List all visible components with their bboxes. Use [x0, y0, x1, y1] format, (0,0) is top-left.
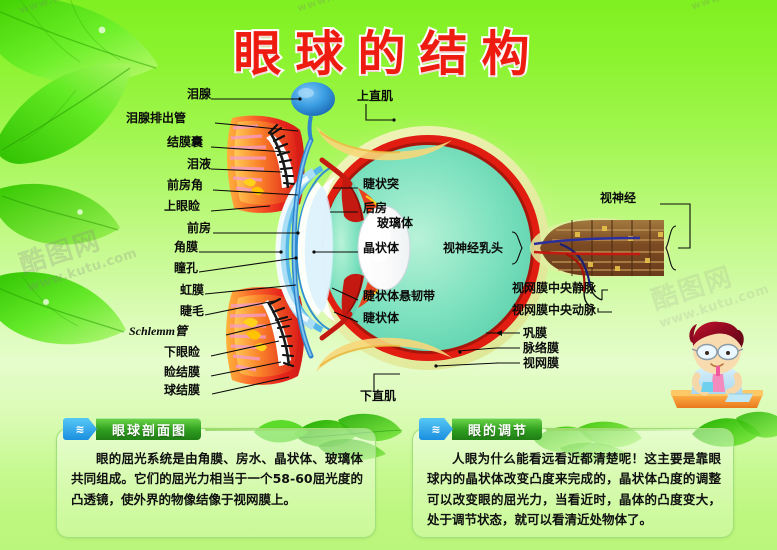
diagram-label-left: 睫毛: [179, 304, 204, 318]
diagram-label-left: 前房角: [166, 178, 203, 192]
lacrimal-gland: [291, 82, 335, 141]
diagram-label-center: 睫状突: [363, 177, 400, 191]
diagram-label-left: 泪腺: [186, 87, 211, 101]
optic-nerve: [530, 218, 670, 309]
vitreous-body: [325, 145, 531, 351]
panel-tab-label: 眼球剖面图: [96, 418, 202, 440]
diagram-label-right: 巩膜: [523, 326, 548, 340]
diagram-label-left: 前房: [186, 221, 211, 235]
diagram-label-right: 脉络膜: [523, 341, 560, 355]
leader-lines-center: [314, 104, 400, 392]
diagram-label-center: 上直肌: [357, 89, 394, 103]
diagram-label-center: 后房: [363, 201, 388, 215]
diagram-label-center: 晶状体: [363, 241, 400, 255]
panel-tab-label: 眼的调节: [452, 418, 543, 440]
diagram-label-center: 睫状体悬韧带: [363, 289, 436, 303]
page-title: 眼球的结构: [231, 24, 544, 84]
diagram-label-right: 视网膜中央静脉: [512, 281, 597, 295]
diagram-label-left: 结膜囊: [166, 135, 203, 149]
diagram-label-left: 睑结膜: [163, 365, 200, 379]
leader-lines-left: [198, 98, 300, 395]
leader-dots-left: [279, 97, 302, 260]
diagram-label-left: 泪液: [186, 157, 211, 171]
panel-body-text: 人眼为什么能看远看近都清楚呢！这主要是靠眼球内的晶状体改变凸度来完成的，晶状体凸…: [427, 451, 721, 527]
diagram-label-left: 下眼睑: [163, 345, 200, 359]
panel-header: ≋ 眼球剖面图: [63, 418, 363, 440]
lower-eyelid-structure: [226, 287, 305, 385]
diagram-label-left: 角膜: [173, 240, 198, 254]
panel-tab-tail: [205, 427, 363, 431]
diagram-label-right: 视网膜: [523, 356, 560, 370]
cartoon-student-illustration: [671, 321, 763, 408]
diagram-label-center: 下直肌: [360, 389, 397, 403]
diagram-label-right: 视神经乳头: [443, 241, 504, 255]
diagram-label-left: Schlemm管: [128, 324, 187, 338]
diagram-label-left: 瞳孔: [173, 261, 198, 275]
panel-body-text: 眼的屈光系统是由角膜、房水、晶状体、玻璃体共同组成。它们的屈光力相当于一个58-…: [71, 451, 363, 507]
leader-arrows-right: [434, 330, 520, 368]
panel-accommodation: ≋ 眼的调节 人眼为什么能看远看近都清楚呢！这主要是靠眼球内的晶状体改变凸度来完…: [412, 418, 734, 538]
diagram-label-center: 睫状体: [363, 311, 400, 325]
diagram-label-right: 视神经: [600, 191, 637, 205]
rectus-muscles: [316, 126, 452, 372]
upper-eyelid-structure: [226, 115, 305, 213]
diagram-label-center: 玻璃体: [377, 216, 414, 230]
diagram-label-left: 虹膜: [179, 283, 204, 297]
panel-cross-section: ≋ 眼球剖面图 眼的屈光系统是由角膜、房水、晶状体、玻璃体共同组成。它们的屈光力…: [56, 418, 376, 538]
diagram-label-left: 球结膜: [163, 383, 200, 397]
chevron-icon: ≋: [419, 418, 453, 440]
panel-header: ≋ 眼的调节: [419, 418, 719, 440]
diagram-label-left: 泪腺排出管: [125, 111, 186, 125]
eyeball-anatomy-diagram: [198, 82, 691, 395]
iris: [341, 178, 364, 318]
chevron-icon: ≋: [63, 418, 97, 440]
diagram-label-left: 上眼睑: [163, 199, 200, 213]
diagram-label-right: 视网膜中央动脉: [512, 303, 597, 317]
panel-tab-tail: [546, 427, 719, 431]
